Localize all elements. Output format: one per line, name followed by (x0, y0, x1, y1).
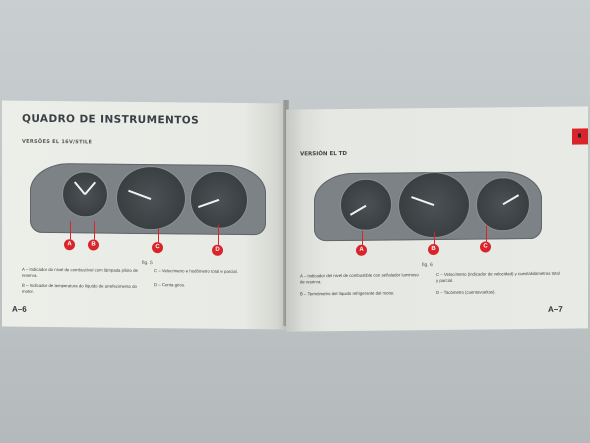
figure-caption: fig. 5 (142, 259, 153, 267)
callout-a: A (64, 239, 75, 251)
speedometer-needle (128, 189, 152, 201)
tachometer-needle (502, 194, 520, 206)
gauge-needle (349, 204, 367, 216)
callout-line (70, 221, 71, 240)
page-number: A–6 (12, 304, 27, 314)
right-page: VERSIÓN EL TD A B C fig. 6 A – Indicador… (286, 106, 588, 332)
tachometer-gauge (476, 177, 530, 232)
fuel-gauge (340, 178, 392, 232)
section-subtitle: VERSÕES EL 16V/STILE (22, 138, 93, 146)
tachometer-needle (197, 198, 220, 209)
fuel-temp-gauge (62, 171, 108, 218)
legend-item-b: B – Termómetro del líquido refrigerante … (300, 290, 395, 297)
callout-line (158, 228, 159, 243)
callout-b: B (88, 239, 99, 251)
callout-a: A (356, 244, 367, 256)
instrument-cluster-illustration (314, 170, 542, 242)
callout-b: B (428, 243, 439, 256)
legend-item-d: D – Tacómetro (cuentavueltas). (436, 289, 496, 296)
speedometer-gauge (116, 165, 186, 231)
page-title: QUADRO DE INSTRUMENTOS (22, 112, 200, 127)
page-number: A–7 (548, 304, 563, 314)
section-subtitle: VERSIÓN EL TD (300, 150, 347, 158)
speedometer-gauge (398, 171, 470, 239)
left-page: QUADRO DE INSTRUMENTOS VERSÕES EL 16V/ST… (2, 100, 286, 330)
callout-c: C (480, 241, 491, 253)
legend-item-d: D – Conta-giros. (154, 282, 186, 288)
callout-line (94, 221, 95, 240)
callout-d: D (212, 244, 223, 256)
gauge-needle (84, 181, 97, 196)
legend-item-c: C – Velocímetro (indicador de velocidad)… (436, 270, 560, 284)
legend-item-a: A – Indicador del nivel de combustible c… (300, 272, 419, 285)
speedometer-needle (411, 196, 435, 206)
figure-caption: fig. 6 (422, 262, 433, 269)
legend-item-b: B – Indicador de temperatura do líquido … (22, 282, 137, 294)
callout-c: C (152, 242, 163, 254)
callout-line (218, 224, 219, 245)
open-manual: QUADRO DE INSTRUMENTOS VERSÕES EL 16V/ST… (0, 96, 590, 332)
legend-item-a: A – Indicador do nível de combustível co… (22, 266, 138, 278)
tachometer-gauge (190, 170, 248, 230)
red-section-tab (572, 128, 588, 145)
instrument-cluster-illustration (30, 162, 266, 236)
legend-item-c: C – Velocímetro e hodômetro total e parc… (154, 268, 238, 274)
